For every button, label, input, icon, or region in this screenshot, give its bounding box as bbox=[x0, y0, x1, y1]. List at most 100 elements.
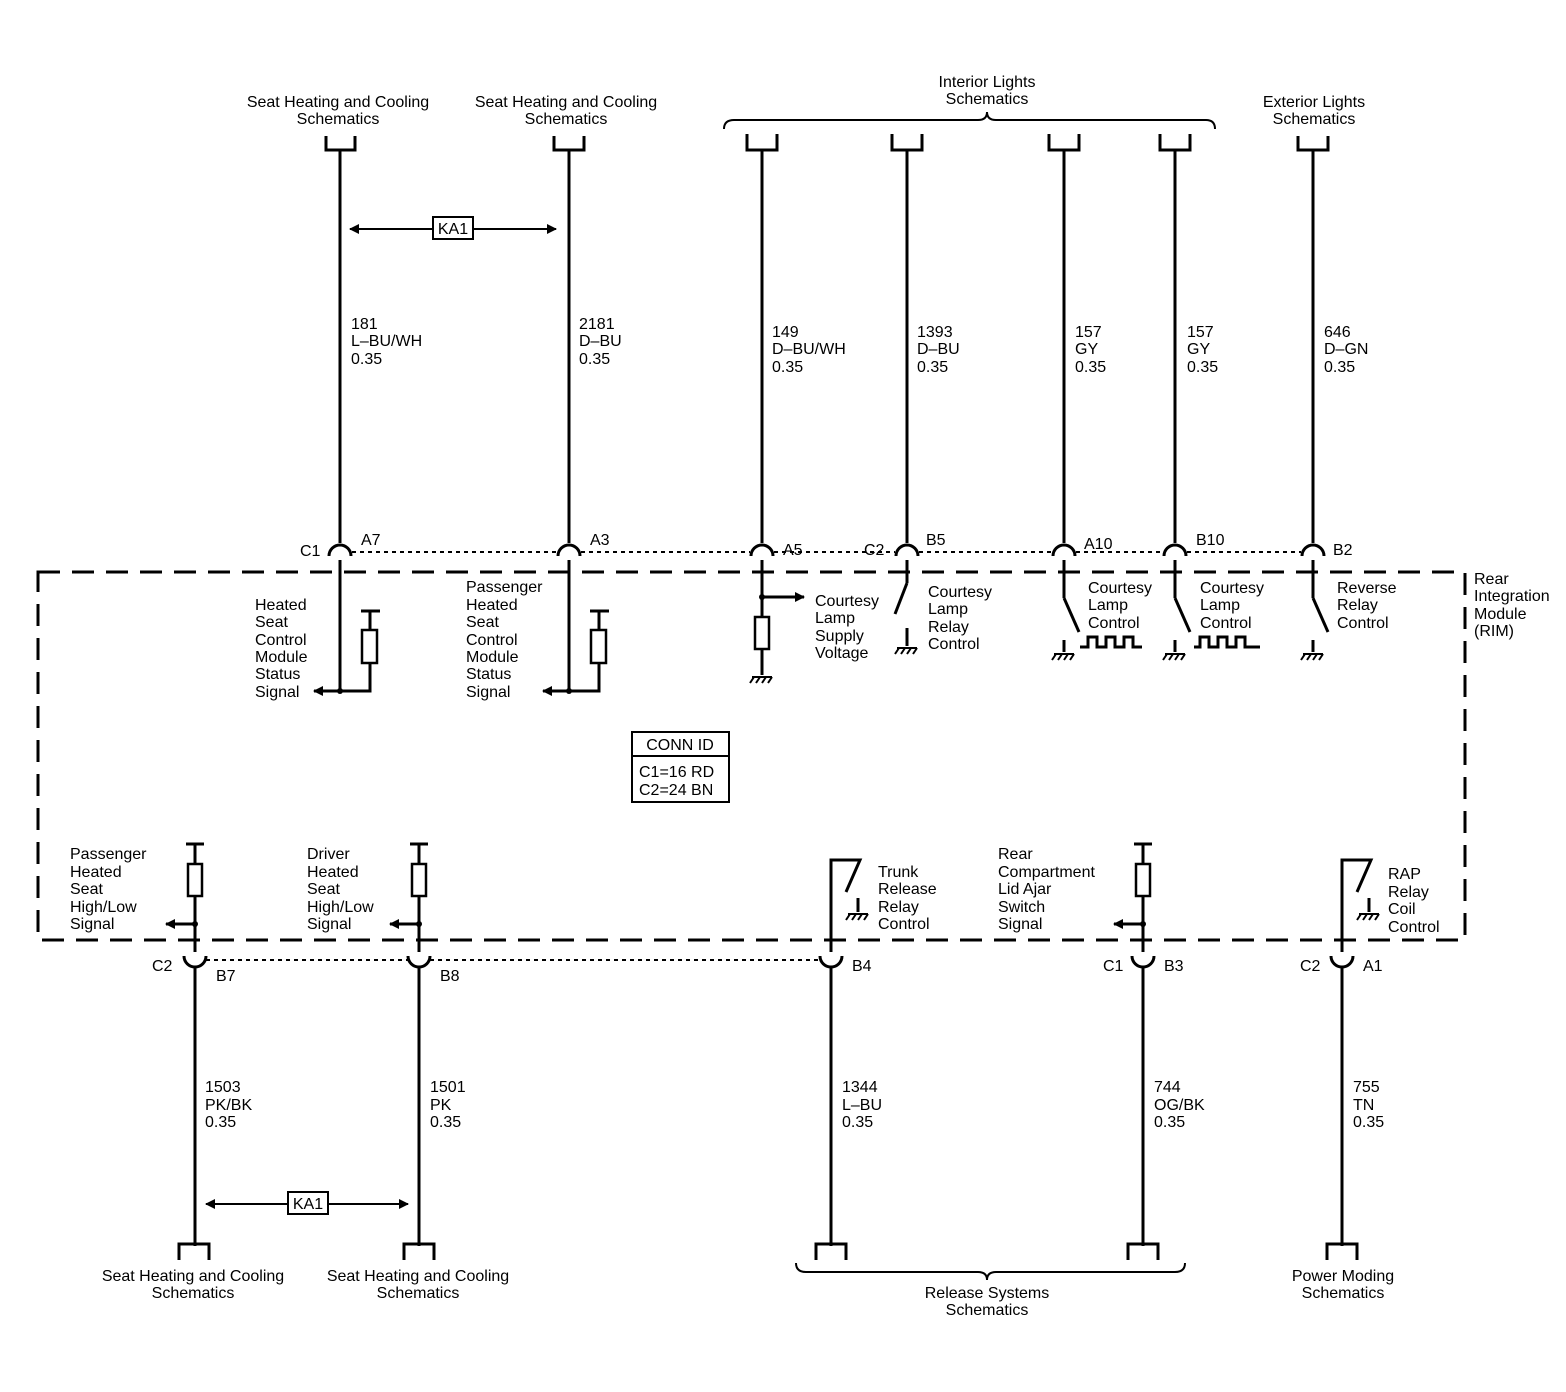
svg-text:Control: Control bbox=[1088, 615, 1140, 632]
svg-text:PK/BK: PK/BK bbox=[205, 1097, 252, 1114]
rim-module-boundary bbox=[36, 570, 1467, 942]
svg-text:Relay: Relay bbox=[878, 899, 919, 916]
svg-text:D–GN: D–GN bbox=[1324, 341, 1368, 358]
svg-text:Relay: Relay bbox=[1337, 597, 1378, 614]
pin-b8: B8 bbox=[440, 968, 460, 985]
svg-text:Heated: Heated bbox=[255, 597, 307, 614]
wire-label-1393: 1393 D–BU 0.35 bbox=[917, 324, 960, 376]
svg-text:Rear: Rear bbox=[998, 846, 1033, 863]
lid-ajar-label: Rear Compartment Lid Ajar Switch Signal bbox=[998, 846, 1095, 933]
svg-text:Schematics: Schematics bbox=[377, 1285, 460, 1302]
bottom-ref-release-systems[interactable]: Release Systems Schematics bbox=[795, 1242, 1186, 1319]
svg-text:0.35: 0.35 bbox=[1324, 359, 1355, 376]
svg-text:Supply: Supply bbox=[815, 628, 864, 645]
wire-label-1503: 1503 PK/BK 0.35 bbox=[205, 1079, 252, 1131]
svg-text:Release: Release bbox=[878, 881, 937, 898]
svg-text:Schematics: Schematics bbox=[297, 111, 380, 128]
courtesy-control-1-label: Courtesy Lamp Control bbox=[1088, 580, 1152, 632]
svg-text:0.35: 0.35 bbox=[1154, 1114, 1185, 1131]
svg-text:Seat Heating and Cooling: Seat Heating and Cooling bbox=[475, 94, 657, 111]
svg-text:744: 744 bbox=[1154, 1079, 1181, 1096]
pin-c1-top: C1 bbox=[300, 543, 321, 560]
courtesy-control-2-switch bbox=[1162, 572, 1260, 661]
driver-highlow-circuit bbox=[389, 842, 428, 940]
svg-text:Seat: Seat bbox=[466, 614, 499, 631]
pin-c2-bottom-b: C2 bbox=[1300, 958, 1321, 975]
svg-text:High/Low: High/Low bbox=[307, 899, 374, 916]
svg-text:0.35: 0.35 bbox=[917, 359, 948, 376]
svg-text:KA1: KA1 bbox=[293, 1196, 323, 1213]
svg-text:Courtesy: Courtesy bbox=[1088, 580, 1152, 597]
svg-text:Heated: Heated bbox=[307, 864, 359, 881]
pin-a10: A10 bbox=[1084, 536, 1113, 553]
passenger-highlow-label: Passenger Heated Seat High/Low Signal bbox=[70, 846, 147, 933]
svg-text:Seat: Seat bbox=[255, 614, 288, 631]
svg-text:Reverse: Reverse bbox=[1337, 580, 1397, 597]
bottom-ref-seat-2[interactable]: Seat Heating and Cooling Schematics bbox=[327, 1242, 509, 1302]
svg-text:Courtesy: Courtesy bbox=[928, 584, 992, 601]
svg-text:Power Moding: Power Moding bbox=[1292, 1268, 1394, 1285]
svg-text:Control: Control bbox=[1200, 615, 1252, 632]
svg-text:L–BU/WH: L–BU/WH bbox=[351, 333, 422, 350]
bottom-ref-seat-1[interactable]: Seat Heating and Cooling Schematics bbox=[102, 1242, 284, 1302]
svg-text:Rear: Rear bbox=[1474, 571, 1509, 588]
svg-text:Schematics: Schematics bbox=[946, 1302, 1029, 1319]
svg-text:Compartment: Compartment bbox=[998, 864, 1095, 881]
svg-text:Lamp: Lamp bbox=[1200, 597, 1240, 614]
svg-text:Schematics: Schematics bbox=[946, 91, 1029, 108]
wire-label-181: 181 L–BU/WH 0.35 bbox=[351, 316, 422, 368]
wire-label-2181: 2181 D–BU 0.35 bbox=[579, 316, 622, 368]
pin-b10: B10 bbox=[1196, 532, 1225, 549]
ka1-bottom-bracket: KA1 bbox=[205, 1191, 409, 1215]
svg-text:149: 149 bbox=[772, 324, 799, 341]
svg-text:Relay: Relay bbox=[928, 619, 969, 636]
pin-b4: B4 bbox=[852, 958, 872, 975]
top-ref-seat-1[interactable]: Seat Heating and Cooling Schematics bbox=[247, 94, 429, 152]
wire-label-1344: 1344 L–BU 0.35 bbox=[842, 1079, 882, 1131]
svg-text:Module: Module bbox=[255, 649, 308, 666]
svg-text:157: 157 bbox=[1075, 324, 1102, 341]
svg-text:Module: Module bbox=[1474, 606, 1527, 623]
svg-text:PK: PK bbox=[430, 1097, 452, 1114]
svg-text:Signal: Signal bbox=[466, 684, 510, 701]
svg-text:Schematics: Schematics bbox=[1302, 1285, 1385, 1302]
svg-text:Passenger: Passenger bbox=[70, 846, 147, 863]
passenger-status-label: Passenger Heated Seat Control Module Sta… bbox=[466, 579, 543, 701]
svg-text:Integration: Integration bbox=[1474, 588, 1550, 605]
svg-text:Signal: Signal bbox=[255, 684, 299, 701]
svg-text:KA1: KA1 bbox=[438, 221, 468, 238]
svg-text:Interior Lights: Interior Lights bbox=[939, 74, 1036, 91]
svg-text:Switch: Switch bbox=[998, 899, 1045, 916]
passenger-highlow-circuit bbox=[165, 842, 204, 940]
top-ref-exterior-lights[interactable]: Exterior Lights Schematics bbox=[1263, 94, 1365, 152]
top-ref-interior-lights[interactable]: Interior Lights Schematics bbox=[723, 74, 1216, 152]
rap-relay-label: RAP Relay Coil Control bbox=[1388, 866, 1440, 936]
wire-label-744: 744 OG/BK 0.35 bbox=[1154, 1079, 1205, 1131]
svg-text:L–BU: L–BU bbox=[842, 1097, 882, 1114]
svg-text:Voltage: Voltage bbox=[815, 645, 868, 662]
driver-highlow-label: Driver Heated Seat High/Low Signal bbox=[307, 846, 374, 933]
svg-text:D–BU: D–BU bbox=[579, 333, 622, 350]
svg-text:181: 181 bbox=[351, 316, 378, 333]
svg-text:CONN ID: CONN ID bbox=[646, 737, 714, 754]
bottom-ref-power-moding[interactable]: Power Moding Schematics bbox=[1292, 1242, 1394, 1302]
pin-c2-bottom-a: C2 bbox=[152, 958, 173, 975]
courtesy-supply-circuit bbox=[749, 572, 805, 684]
pin-a1: A1 bbox=[1363, 958, 1383, 975]
pin-a5: A5 bbox=[783, 542, 803, 559]
lid-ajar-circuit bbox=[1113, 842, 1152, 940]
svg-text:Seat Heating and Cooling: Seat Heating and Cooling bbox=[102, 1268, 284, 1285]
wire-label-157-b: 157 GY 0.35 bbox=[1187, 324, 1218, 376]
svg-text:Courtesy: Courtesy bbox=[815, 593, 879, 610]
conn-id-box: CONN ID C1=16 RD C2=24 BN bbox=[631, 731, 730, 803]
top-ref-seat-2[interactable]: Seat Heating and Cooling Schematics bbox=[475, 94, 657, 152]
svg-text:C2=24 BN: C2=24 BN bbox=[639, 782, 713, 799]
wire-label-1501: 1501 PK 0.35 bbox=[430, 1079, 466, 1131]
rap-relay-switch bbox=[1340, 858, 1380, 940]
svg-text:Signal: Signal bbox=[998, 916, 1042, 933]
top-connector-pins bbox=[327, 543, 1326, 572]
svg-text:Schematics: Schematics bbox=[1273, 111, 1356, 128]
wire-label-755: 755 TN 0.35 bbox=[1353, 1079, 1384, 1131]
svg-text:157: 157 bbox=[1187, 324, 1214, 341]
